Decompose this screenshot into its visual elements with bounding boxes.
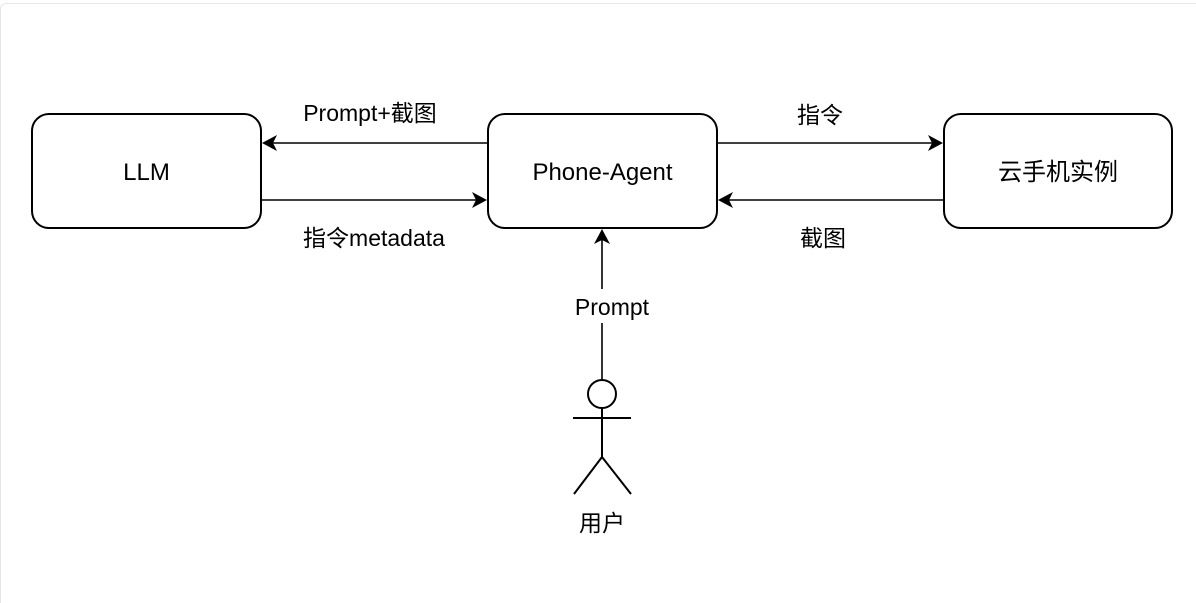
actor-user[interactable]: 用户 bbox=[573, 379, 632, 536]
node-llm-label: LLM bbox=[123, 159, 170, 186]
canvas-frame bbox=[0, 3, 1196, 603]
node-phone-agent-box bbox=[487, 113, 718, 229]
edge-llm-to-agent[interactable]: 指令metadata bbox=[261, 192, 487, 251]
arrowhead-left-icon bbox=[718, 192, 733, 208]
arrowhead-right-icon bbox=[472, 192, 487, 208]
user-stick-figure-icon bbox=[573, 379, 632, 495]
arrowhead-up-icon bbox=[594, 229, 610, 244]
actor-user-label: 用户 bbox=[579, 510, 625, 536]
edge-agent-to-llm-label: Prompt+截图 bbox=[303, 100, 437, 126]
edge-cloud-to-agent[interactable]: 截图 bbox=[718, 192, 944, 251]
edge-agent-to-cloud-label: 指令 bbox=[797, 102, 843, 128]
edge-user-to-agent-label: Prompt bbox=[575, 294, 650, 320]
edge-agent-to-llm[interactable]: Prompt+截图 bbox=[262, 100, 488, 151]
edge-user-to-agent[interactable]: Prompt bbox=[575, 229, 650, 380]
node-llm-box bbox=[31, 113, 262, 229]
arrowhead-right-icon bbox=[928, 135, 943, 151]
edge-agent-to-cloud[interactable]: 指令 bbox=[717, 102, 943, 151]
node-cloud-phone-box bbox=[943, 113, 1173, 229]
arrowhead-left-icon bbox=[262, 135, 277, 151]
node-llm[interactable]: LLM bbox=[31, 113, 262, 229]
edge-llm-to-agent-label: 指令metadata bbox=[303, 225, 445, 251]
edge-cloud-to-agent-label: 截图 bbox=[800, 225, 846, 251]
node-cloud-phone-label: 云手机实例 bbox=[998, 159, 1118, 186]
node-cloud-phone[interactable]: 云手机实例 bbox=[943, 113, 1173, 229]
node-phone-agent[interactable]: Phone-Agent bbox=[487, 113, 718, 229]
node-phone-agent-label: Phone-Agent bbox=[532, 159, 672, 186]
